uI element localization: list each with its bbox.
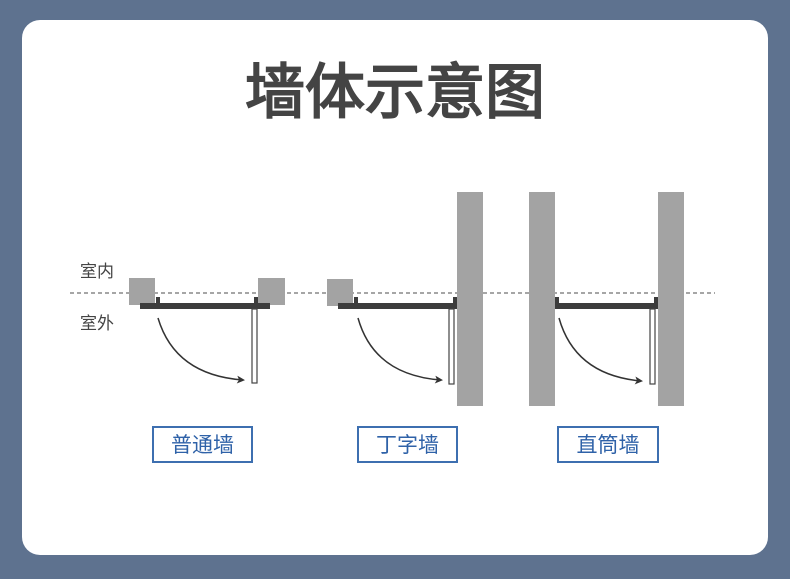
door-frame — [555, 303, 658, 309]
door-frame — [140, 303, 270, 309]
outdoor-label: 室外 — [80, 314, 114, 334]
door-leaf — [649, 308, 656, 385]
label-box — [357, 426, 458, 463]
label-box — [557, 426, 659, 463]
door-leaf — [251, 308, 258, 384]
wall-block — [258, 278, 285, 305]
diagram-normal-wall — [129, 278, 285, 384]
tall-wall — [529, 192, 555, 406]
diagram-t-wall — [327, 192, 483, 406]
tall-wall — [457, 192, 483, 406]
swing-arrow — [157, 317, 245, 384]
frame-post — [354, 297, 358, 304]
wall-block — [327, 279, 353, 306]
door-leaf — [448, 308, 455, 385]
frame-post — [453, 297, 457, 304]
frame-post — [254, 297, 258, 304]
swing-arrow — [357, 317, 443, 384]
indoor-label: 室内 — [80, 262, 114, 282]
label-straight-wall: 直筒墙 — [577, 433, 640, 457]
page-title: 墙体示意图 — [245, 58, 545, 128]
frame-post — [654, 297, 658, 304]
wall-block — [129, 278, 155, 305]
frame-post — [156, 297, 160, 304]
frame-post — [555, 297, 559, 304]
diagram-straight-wall — [529, 192, 684, 406]
label-box — [152, 426, 253, 463]
tall-wall — [658, 192, 684, 406]
label-t-wall: 丁字墙 — [376, 433, 439, 457]
label-normal-wall: 普通墙 — [171, 433, 234, 457]
door-frame — [338, 303, 457, 309]
swing-arrow — [558, 317, 643, 385]
